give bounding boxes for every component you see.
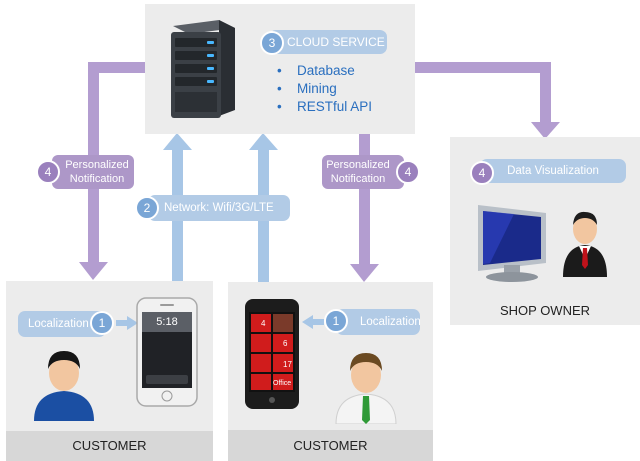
notification-left-line2: Notification xyxy=(69,173,125,185)
windows-phone-icon xyxy=(245,299,299,409)
customer-right-panel: 4 6 17 Office Localization 1 CUSTOMER xyxy=(228,282,433,461)
customer-left-avatar-icon xyxy=(34,351,94,421)
notification-right-line1: Personalized xyxy=(326,159,390,171)
server-icon xyxy=(171,20,235,118)
customer-left-title: CUSTOMER xyxy=(72,438,147,453)
businessman-icon xyxy=(563,211,607,277)
customer-left-footer: CUSTOMER xyxy=(6,431,213,461)
notification-left-number: 4 xyxy=(36,160,60,184)
notification-right-number: 4 xyxy=(396,160,420,184)
customer-right-title: CUSTOMER xyxy=(293,438,368,453)
data-visualization-text: Data Visualization xyxy=(507,165,599,177)
shop-owner-footer: SHOP OWNER xyxy=(450,297,640,325)
customer-left-panel: Localization 1 5:18 CUSTOMER xyxy=(6,281,213,461)
phone-tile-calendar: 17 xyxy=(283,360,292,369)
arrow-to-iphone xyxy=(116,316,138,330)
notification-left-line1: Personalized xyxy=(65,159,129,171)
data-visualization-number: 4 xyxy=(470,161,494,185)
shop-owner-title: SHOP OWNER xyxy=(499,303,591,318)
localization-left-text: Localization xyxy=(28,318,89,330)
customer-right-avatar-icon xyxy=(335,353,397,424)
iphone-time: 5:18 xyxy=(156,316,178,328)
phone-tile-messages: 6 xyxy=(283,339,288,348)
cloud-item-mining: •Mining xyxy=(277,81,337,96)
iphone-icon xyxy=(136,297,198,407)
customer-right-footer: CUSTOMER xyxy=(228,430,433,461)
cloud-service-title: CLOUD SERVICE xyxy=(287,35,385,49)
localization-right-text: Localization xyxy=(360,316,421,328)
localization-right-number: 1 xyxy=(324,309,348,333)
localization-right-label: Localization xyxy=(336,309,421,335)
notification-badge-right: Personalized Notification xyxy=(322,155,404,189)
phone-tile-office: Office xyxy=(273,380,292,387)
notification-right-line2: Notification xyxy=(330,173,386,185)
arrow-to-windows-phone xyxy=(302,315,324,329)
cloud-service-items: •Database •Mining •RESTful API xyxy=(277,62,372,116)
cloud-item-database: •Database xyxy=(277,63,355,78)
phone-tile-calls: 4 xyxy=(261,319,266,328)
cloud-item-restful-api: •RESTful API xyxy=(277,99,373,114)
arrow-cloud-to-shop-owner xyxy=(414,62,560,139)
network-label: Network: Wifi/3G/LTE xyxy=(148,195,290,221)
cloud-service-number: 3 xyxy=(260,31,284,55)
monitor-icon xyxy=(478,205,546,282)
network-label-text: Network: Wifi/3G/LTE xyxy=(164,202,274,214)
arrow-cloud-to-right-customer xyxy=(350,134,379,282)
cloud-service-label: CLOUD SERVICE xyxy=(269,30,387,54)
data-visualization-label: Data Visualization xyxy=(480,159,626,183)
localization-left-number: 1 xyxy=(90,311,114,335)
shop-owner-panel: Data Visualization 4 SHOP OWNER xyxy=(450,137,640,325)
notification-badge-left: Personalized Notification xyxy=(52,155,134,189)
network-number: 2 xyxy=(135,196,159,220)
cloud-service-panel: CLOUD SERVICE 3 •Database •Mining •RESTf… xyxy=(145,4,415,134)
